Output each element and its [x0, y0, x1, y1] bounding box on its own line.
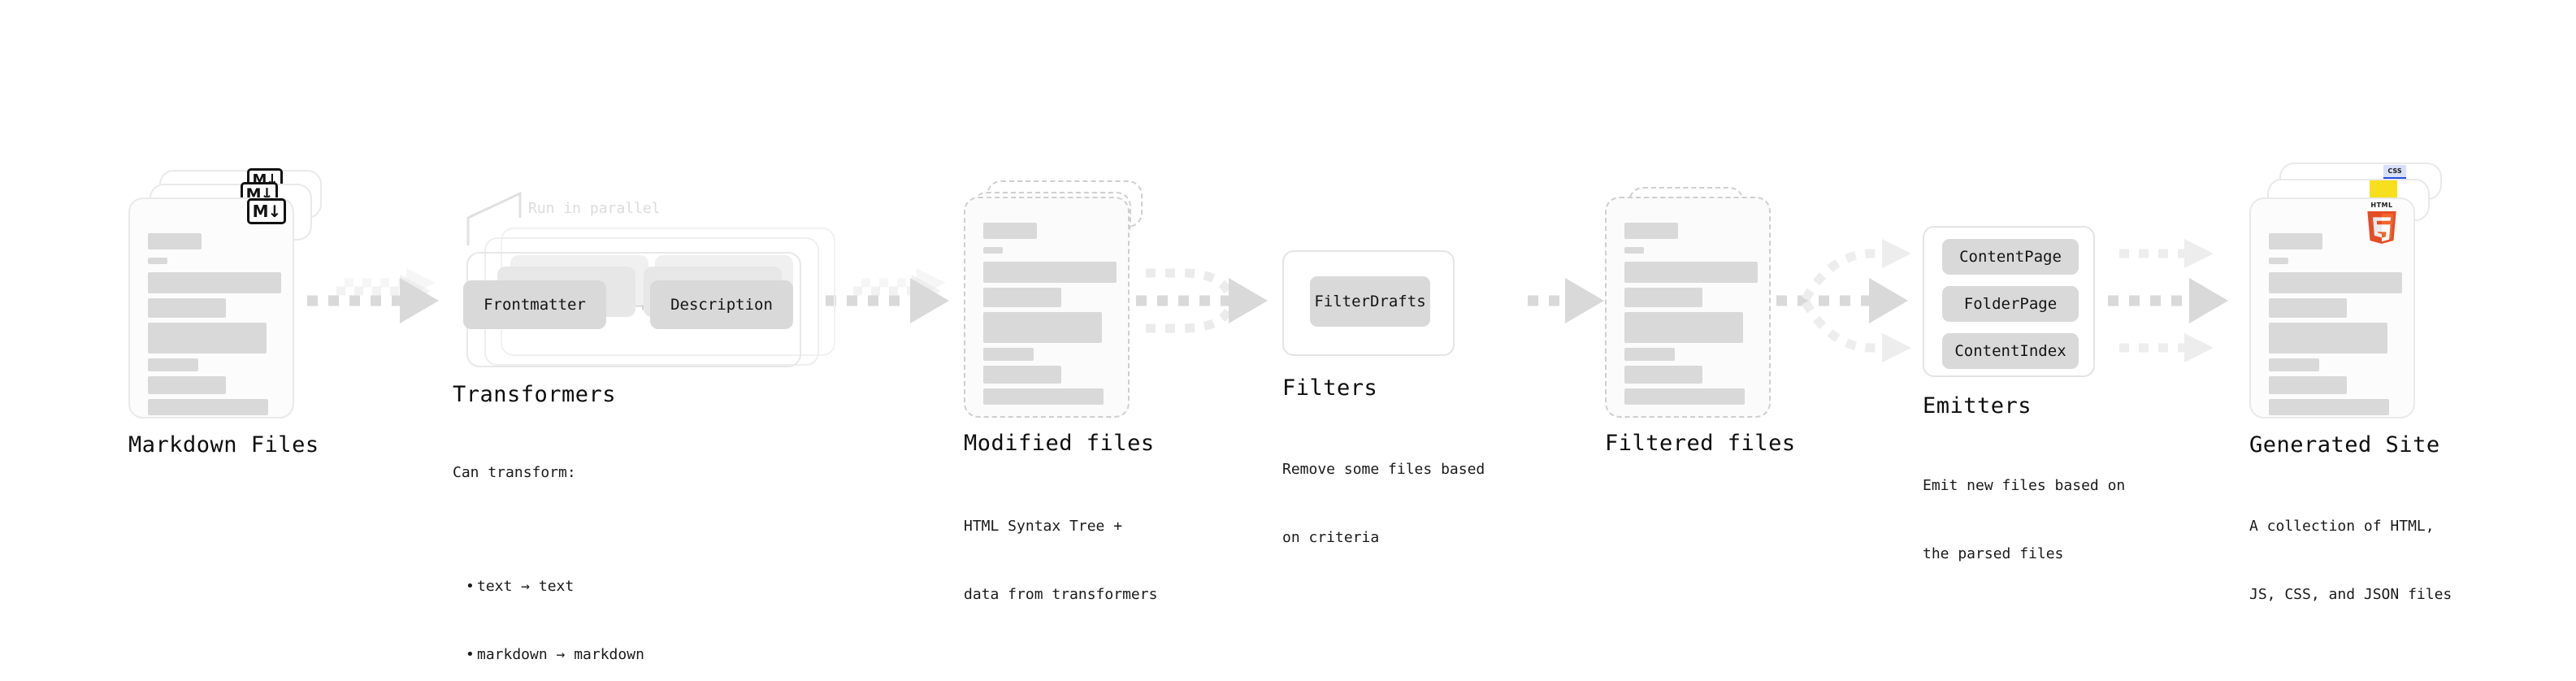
filters-sub-line: on criteria	[1282, 529, 1380, 546]
skeleton-bar	[1624, 366, 1702, 384]
modified-sub-line: data from transformers	[964, 586, 1158, 603]
skeleton-bar	[148, 399, 268, 415]
skeleton-bar	[148, 258, 167, 264]
emitters-sub-line: the parsed files	[1923, 545, 2064, 562]
modified-card-front	[964, 197, 1130, 418]
html5-icon: HTML	[2363, 202, 2400, 245]
skeleton-bar	[148, 272, 281, 293]
skeleton-bar	[983, 262, 1117, 283]
skeleton-bar	[148, 233, 202, 249]
caption-sub-generated-site: A collection of HTML, JS, CSS, and JSON …	[2249, 470, 2452, 652]
skeleton-bar	[2269, 258, 2288, 264]
skeleton-bar	[1624, 262, 1758, 283]
markdown-card-front	[128, 197, 294, 419]
emitter-pill-contentpage[interactable]: ContentPage	[1942, 239, 2079, 275]
caption-sub-filters: Remove some files based on criteria	[1282, 413, 1485, 595]
skeleton-bar	[1624, 288, 1702, 307]
markdown-badge: M↓	[247, 198, 286, 224]
site-card-front	[2249, 197, 2415, 419]
arrow-filtered-to-emitters	[1776, 239, 1911, 362]
transformer-pill-description[interactable]: Description	[650, 280, 793, 329]
skeleton-bar	[1624, 348, 1675, 361]
skeleton-bar	[983, 247, 1003, 254]
emitter-pill-contentindex[interactable]: ContentIndex	[1942, 333, 2079, 369]
caption-title-modified-files: Modified files	[964, 431, 1155, 456]
transformer-pill-frontmatter[interactable]: Frontmatter	[463, 280, 606, 329]
skeleton-bar	[2269, 272, 2402, 293]
skeleton-bar	[2269, 399, 2389, 415]
caption-sub-transformers: Can transform: text → text markdown → ma…	[453, 416, 644, 681]
skeleton-bar	[983, 348, 1034, 361]
run-in-parallel-label: Run in parallel	[528, 200, 661, 217]
skeleton-bar	[148, 298, 226, 318]
transformers-sub-item: markdown → markdown	[466, 644, 644, 666]
skeleton-bar	[983, 366, 1061, 384]
site-sub-line: JS, CSS, and JSON files	[2249, 586, 2452, 603]
arrow-modified-to-filters	[1136, 268, 1268, 333]
skeleton-bar	[983, 312, 1102, 343]
emitters-sub-line: Emit new files based on	[1923, 477, 2126, 494]
skeleton-bar	[148, 323, 267, 354]
skeleton-bar	[2269, 376, 2347, 394]
transformers-sub-list: text → text markdown → markdown html → h…	[453, 530, 644, 681]
skeleton-bar	[148, 358, 198, 371]
skeleton-bar	[983, 223, 1037, 239]
caption-sub-modified-files: HTML Syntax Tree + data from transformer…	[964, 470, 1157, 652]
skeleton-bar	[983, 388, 1104, 405]
skeleton-bar	[2269, 323, 2387, 354]
caption-title-markdown-files: Markdown Files	[128, 432, 319, 458]
skeleton-bar	[983, 288, 1061, 307]
caption-title-filtered-files: Filtered files	[1605, 431, 1796, 456]
skeleton-bar	[2269, 298, 2347, 318]
modified-sub-line: HTML Syntax Tree +	[964, 518, 1123, 535]
skeleton-bar	[2269, 233, 2322, 249]
filters-box: FilterDrafts	[1282, 250, 1455, 356]
arrow-emitters-to-site	[2108, 239, 2228, 362]
emitters-box: ContentPage FolderPage ContentIndex	[1923, 226, 2095, 377]
caption-title-filters: Filters	[1282, 375, 1378, 401]
skeleton-bar	[1624, 388, 1745, 405]
arrow-filters-to-filtered	[1528, 278, 1604, 323]
skeleton-bar	[2269, 358, 2319, 371]
skeleton-bar	[1624, 312, 1743, 343]
caption-title-generated-site: Generated Site	[2249, 432, 2440, 458]
caption-title-transformers: Transformers	[453, 382, 617, 407]
transformers-sub-item: text → text	[466, 575, 644, 598]
filters-sub-line: Remove some files based	[1282, 461, 1485, 478]
site-sub-line: A collection of HTML,	[2249, 518, 2435, 535]
filter-pill-filterdrafts[interactable]: FilterDrafts	[1310, 276, 1430, 327]
arrow-markdown-to-transformers	[307, 268, 439, 323]
skeleton-bar	[1624, 223, 1678, 239]
skeleton-bar	[1624, 247, 1644, 254]
transformers-sub-lead: Can transform:	[453, 464, 576, 481]
skeleton-bar	[148, 376, 226, 394]
filtered-card-front	[1605, 197, 1771, 418]
emitter-pill-folderpage[interactable]: FolderPage	[1942, 286, 2079, 322]
arrow-transformers-to-modified	[826, 268, 949, 323]
caption-sub-emitters: Emit new files based on the parsed files	[1923, 429, 2125, 611]
caption-title-emitters: Emitters	[1923, 393, 2032, 419]
